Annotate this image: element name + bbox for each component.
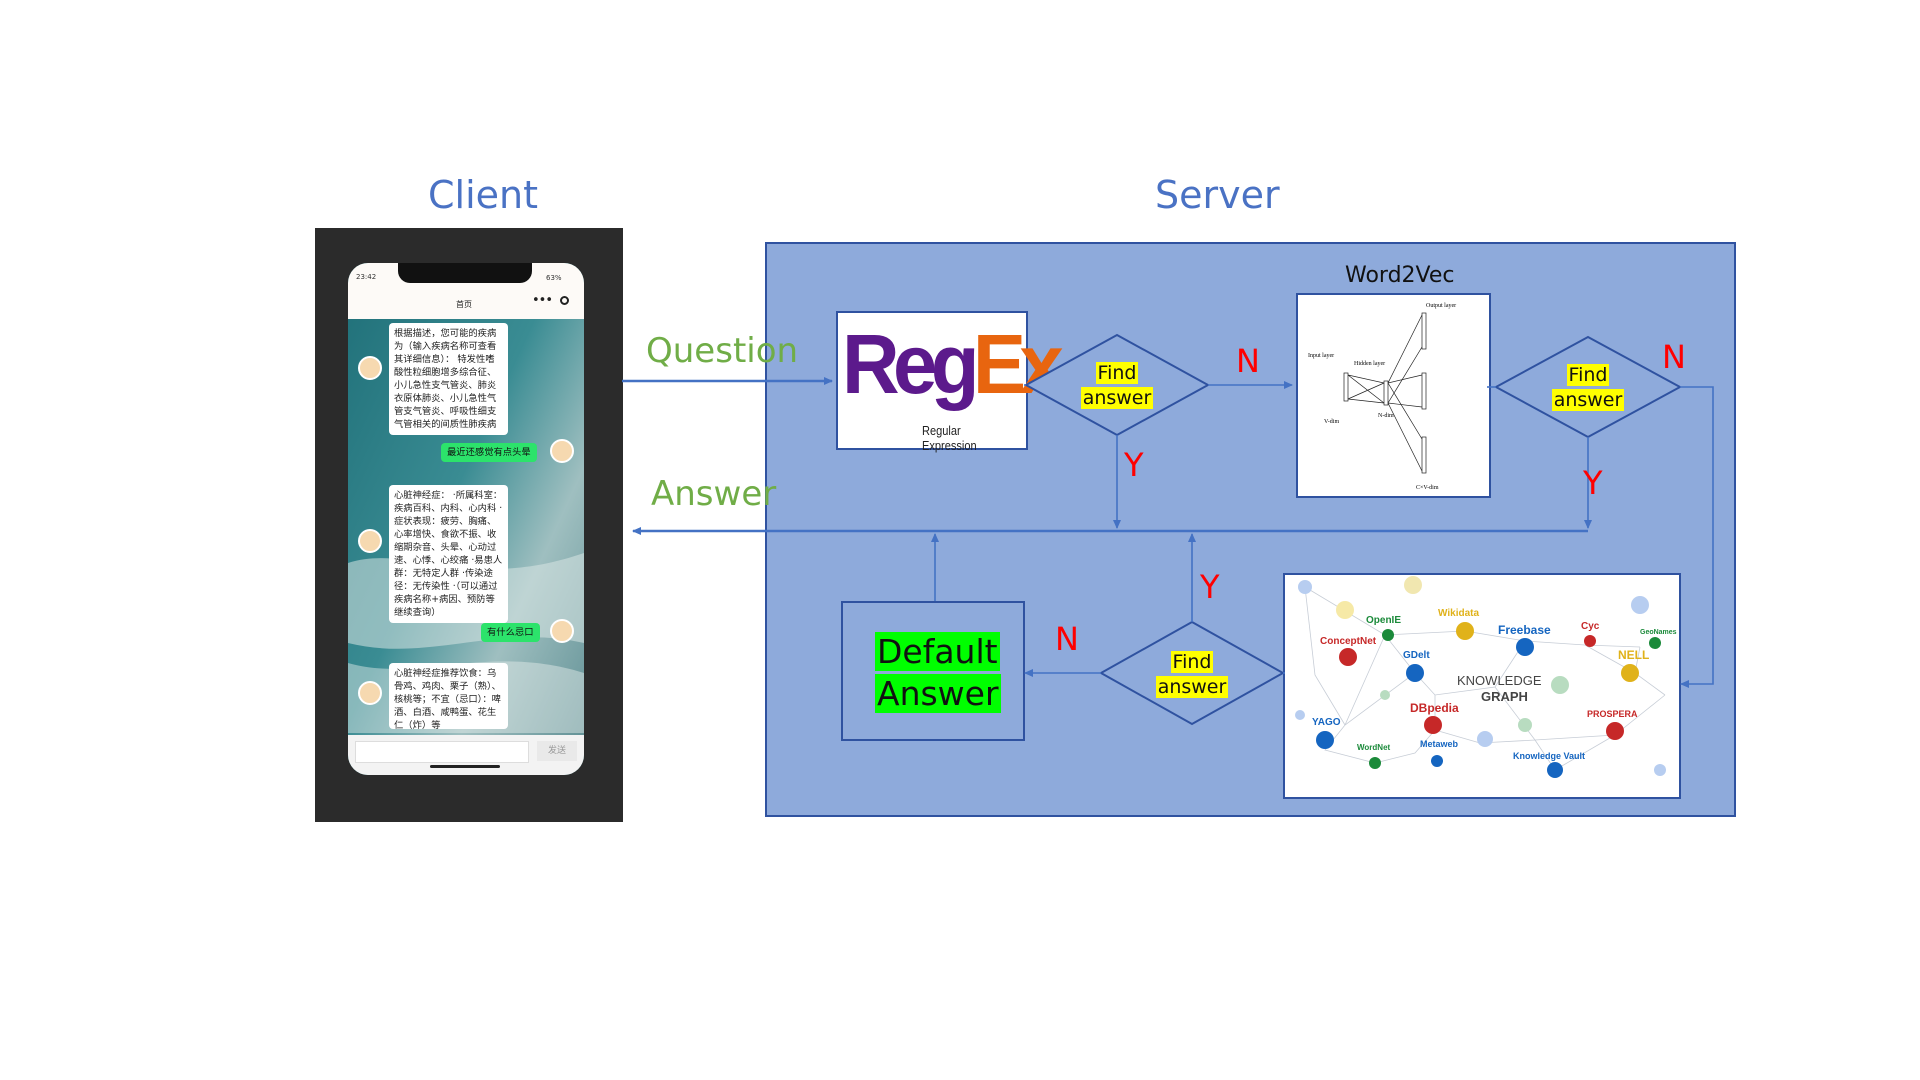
decision-line1: Find: [1566, 364, 1610, 386]
default-answer-text: Default Answer: [875, 631, 1001, 715]
phone-page-title: 首页: [456, 300, 472, 309]
user-avatar: [550, 439, 574, 463]
send-button[interactable]: 发送: [537, 741, 577, 761]
kg-label-metaweb: Metaweb: [1420, 739, 1459, 749]
kg-center-line2: GRAPH: [1481, 689, 1528, 704]
more-icon[interactable]: •••: [532, 293, 553, 308]
n-to-knowledge-graph: [1680, 386, 1714, 688]
kg-center-line1: KNOWLEDGE: [1457, 673, 1542, 688]
w2v-output-layer: Output layer: [1426, 303, 1456, 309]
kg-label-conceptnet: ConceptNet: [1320, 636, 1377, 647]
kg-network: [1295, 576, 1666, 778]
user-message: 有什么忌口: [481, 623, 540, 642]
branch-n-kg: N: [1055, 620, 1079, 658]
default-answer-line1: Default: [875, 632, 1000, 671]
phone-screen: 23:42 63% 首页 ••• 根据描述，您可能的疾病为（输入疾病名称可查看其…: [348, 263, 584, 775]
regex-logo-part-reg: Reg: [842, 317, 979, 411]
branch-y-kg: Y: [1200, 568, 1220, 606]
word2vec-network: Output layer Input layer Hidden layer V-…: [1308, 303, 1456, 491]
decision-kg: [1098, 620, 1286, 726]
home-indicator: [430, 765, 500, 768]
kg-label-yago: YAGO: [1312, 717, 1341, 728]
decision-line1: Find: [1095, 362, 1139, 384]
kg-label-geonames: GeoNames: [1640, 629, 1677, 636]
decision-kg-label: Find answer: [1152, 650, 1232, 700]
knowledge-graph: OpenIE Wikidata Freebase Cyc GeoNames Co…: [1283, 573, 1681, 799]
close-miniapp-icon[interactable]: [560, 296, 569, 305]
w2v-cv-dim: C×V-dim: [1416, 485, 1439, 491]
kg-label-prospera: PROSPERA: [1587, 709, 1638, 719]
status-battery: 63%: [546, 274, 562, 282]
question-label: Question: [646, 331, 799, 371]
phone-notch: [398, 263, 532, 283]
branch-n-regex: N: [1236, 342, 1260, 380]
decision-regex-label: Find answer: [1077, 361, 1157, 411]
decision-line2: answer: [1080, 387, 1154, 409]
decision-line1: Find: [1170, 651, 1214, 673]
server-title: Server: [1155, 173, 1280, 217]
w2v-input-layer: Input layer: [1308, 353, 1334, 359]
w2v-n-dim: N-dim: [1378, 413, 1394, 419]
status-time: 23:42: [356, 273, 377, 281]
kg-label-wikidata: Wikidata: [1438, 608, 1480, 619]
user-message: 最近还感觉有点头晕: [441, 443, 537, 462]
decision-line2: answer: [1551, 389, 1625, 411]
w2v-hidden-layer: Hidden layer: [1354, 361, 1385, 367]
regex-box: RegEx Regular Expression: [836, 311, 1064, 453]
answer-label: Answer: [651, 474, 777, 514]
bot-avatar: [358, 356, 382, 380]
kg-label-gdelt: GDelt: [1403, 650, 1430, 661]
decision-word2vec-label: Find answer: [1548, 363, 1628, 413]
bot-message: 心脏神经症推荐饮食：乌骨鸡、鸡肉、栗子（熟）、核桃等；不宜（忌口）：啤酒、白酒、…: [389, 663, 508, 729]
branch-n-word2vec: N: [1662, 338, 1686, 376]
word2vec-title: Word2Vec: [1345, 263, 1455, 288]
branch-y-regex: Y: [1124, 446, 1144, 484]
default-answer-line2: Answer: [875, 674, 1001, 713]
bot-avatar: [358, 681, 382, 705]
kg-label-openie: OpenIE: [1366, 615, 1402, 626]
user-avatar: [550, 619, 574, 643]
message-input[interactable]: [355, 741, 529, 763]
kg-label-knowledge-vault: Knowledge Vault: [1513, 751, 1586, 761]
bot-avatar: [358, 529, 382, 553]
kg-label-cyc: Cyc: [1581, 621, 1600, 632]
kg-label-wordnet: WordNet: [1357, 743, 1391, 752]
client-title: Client: [428, 173, 539, 217]
kg-label-dbpedia: DBpedia: [1410, 701, 1459, 715]
word2vec-diagram: Output layer Input layer Hidden layer V-…: [1296, 293, 1491, 498]
kg-label-freebase: Freebase: [1498, 623, 1551, 637]
phone-header: 23:42 63% 首页 •••: [348, 263, 584, 319]
bot-message: 根据描述，您可能的疾病为（输入疾病名称可查看其详细信息）： 特发性嗜酸性粒细胞增…: [389, 323, 508, 435]
w2v-v-dim: V-dim: [1324, 419, 1339, 425]
kg-label-nell: NELL: [1618, 648, 1650, 662]
branch-y-word2vec: Y: [1583, 464, 1603, 502]
bot-message: 心脏神经症： ·所属科室：疾病百科、内科、心内科 ·症状表现：疲劳、胸痛、心率增…: [389, 485, 508, 623]
decision-line2: answer: [1155, 676, 1229, 698]
regex-subtitle: Regular Expression: [922, 423, 977, 453]
phone-input-bar: 发送: [348, 735, 584, 775]
